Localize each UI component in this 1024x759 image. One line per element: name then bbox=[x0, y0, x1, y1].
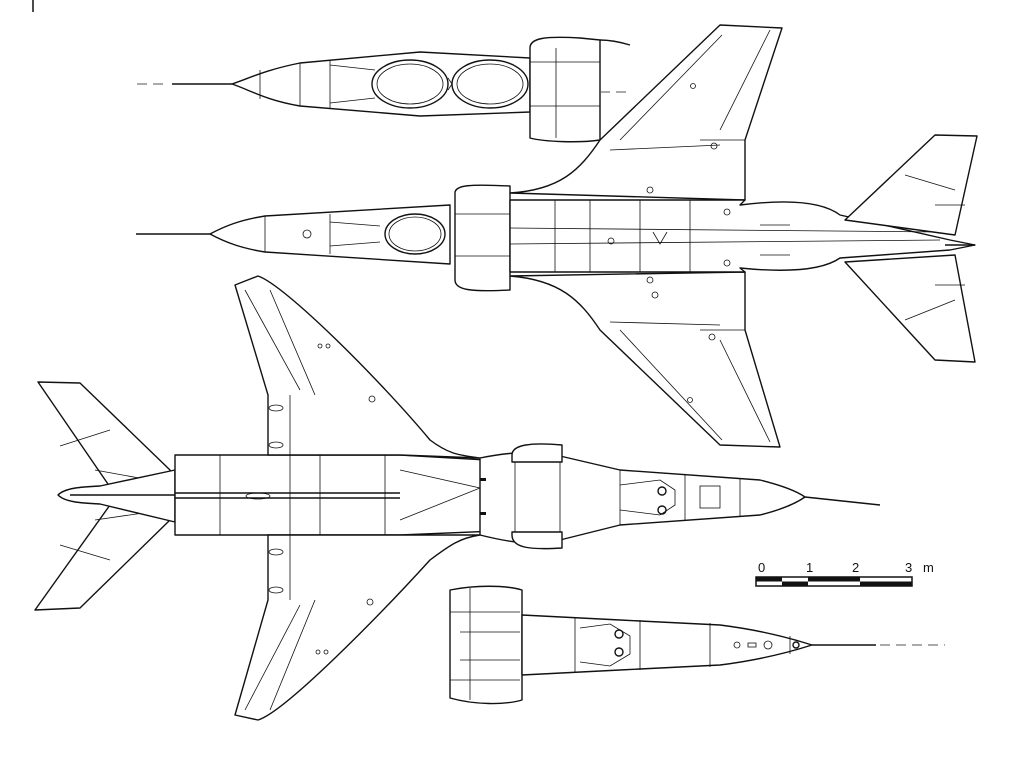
scale-tick-3: 3 bbox=[905, 560, 912, 575]
view-lower-forward-fuselage bbox=[449, 585, 945, 705]
scale-tick-1: 1 bbox=[806, 560, 813, 575]
view-lower-full bbox=[34, 275, 881, 721]
view-upper-forward-fuselage bbox=[137, 36, 631, 143]
view-upper-full bbox=[136, 24, 978, 448]
scale-unit: m bbox=[923, 560, 934, 575]
scale-tick-2: 2 bbox=[852, 560, 859, 575]
scale-bar: 0 1 2 3 m bbox=[755, 560, 934, 587]
scale-tick-0: 0 bbox=[758, 560, 765, 575]
